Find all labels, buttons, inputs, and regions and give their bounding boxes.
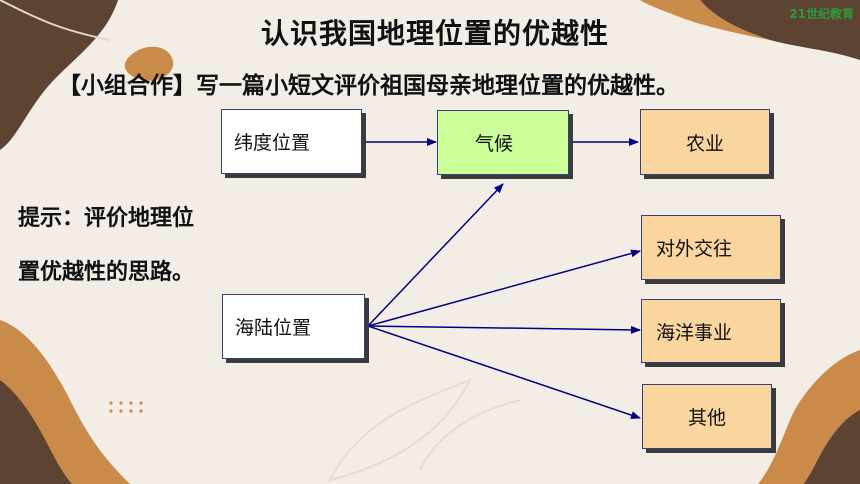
node-foreign-exchange: 对外交往 xyxy=(641,215,781,280)
page-title: 认识我国地理位置的优越性 xyxy=(260,17,609,50)
corner-blob-bottom-left-dark xyxy=(0,380,72,484)
corner-blob-top-right xyxy=(700,0,860,60)
node-sea-land-position: 海陆位置 xyxy=(222,294,365,359)
hint-line-1: 提示：评价地理位 xyxy=(18,206,195,231)
node-agriculture: 农业 xyxy=(640,109,770,175)
arrow-sealand-climate xyxy=(367,183,504,327)
node-other: 其他 xyxy=(642,384,772,449)
node-latitude-position: 纬度位置 xyxy=(221,109,362,174)
dots-decoration xyxy=(109,401,143,413)
arrow-sealand-ocean xyxy=(367,325,641,334)
node-marine-affairs: 海洋事业 xyxy=(641,299,781,363)
task-subtitle: 【小组合作】写一篇小短文评价祖国母亲地理位置的优越性。 xyxy=(58,73,679,99)
arrow-sealand-other xyxy=(367,325,641,419)
small-blob-top xyxy=(124,46,174,81)
logo-21cnjy: 21世纪教育 xyxy=(789,7,854,21)
node-climate: 气候 xyxy=(437,110,569,175)
corner-blob-bottom-right-dark xyxy=(804,410,860,484)
arrow-sealand-foreign xyxy=(367,249,641,327)
corner-blob-top-left xyxy=(0,0,118,150)
hint-line-2: 置优越性的思路。 xyxy=(18,260,195,285)
